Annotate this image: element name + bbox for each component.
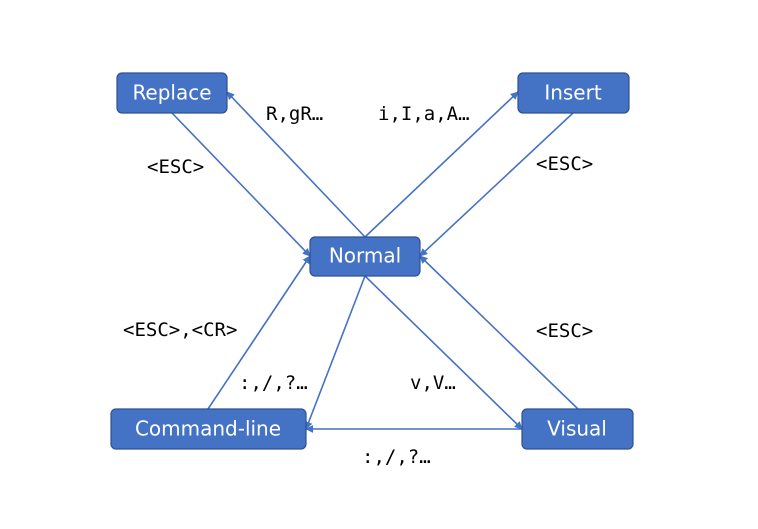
node-visual-label: Visual: [547, 417, 607, 441]
edge-insert-to-normal: [419, 112, 574, 257]
node-normal-label: Normal: [329, 244, 401, 268]
node-command-line-label: Command-line: [135, 417, 281, 441]
edge-labels: R,gR… i,I,a,A… <ESC> <ESC> <ESC>,<CR> :,…: [123, 103, 593, 468]
node-normal: Normal: [309, 236, 421, 277]
edge-normal-to-replace: [226, 91, 366, 238]
node-command-line: Command-line: [110, 408, 307, 450]
edge-replace-to-normal: [171, 112, 311, 257]
label-normal-to-insert: i,I,a,A…: [378, 103, 470, 125]
edge-normal-to-visual: [364, 275, 523, 430]
label-normal-to-visual: v,V…: [410, 372, 456, 394]
node-visual: Visual: [521, 408, 634, 450]
edges: [171, 91, 579, 433]
label-visual-to-normal: <ESC>: [536, 320, 593, 342]
node-insert-label: Insert: [544, 81, 602, 105]
edge-visual-to-normal: [419, 255, 579, 410]
edge-normal-to-command-line: [304, 275, 366, 430]
node-replace-label: Replace: [132, 81, 211, 105]
label-normal-to-replace: R,gR…: [266, 103, 323, 125]
node-replace: Replace: [116, 72, 228, 114]
label-visual-to-command-line: :,/,?…: [362, 446, 431, 468]
label-command-line-to-normal: <ESC>,<CR>: [123, 319, 237, 341]
edge-normal-to-insert: [364, 91, 519, 238]
label-insert-to-normal: <ESC>: [536, 153, 593, 175]
edge-command-line-to-normal: [207, 255, 311, 410]
label-replace-to-normal: <ESC>: [147, 156, 204, 178]
label-normal-to-command-line: :,/,?…: [239, 372, 308, 394]
node-insert: Insert: [517, 72, 630, 114]
